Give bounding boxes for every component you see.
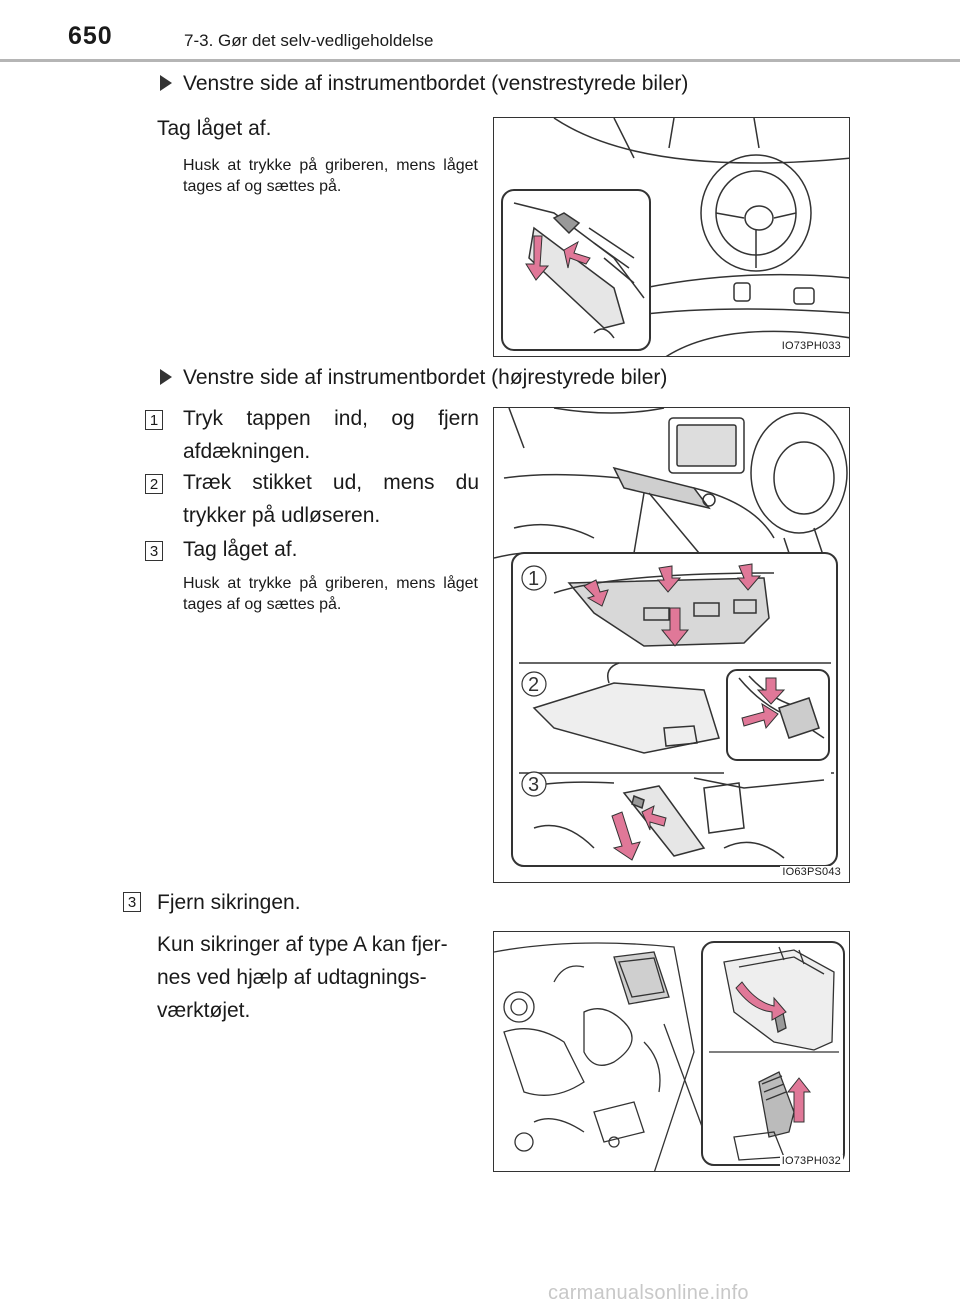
block2-heading: Venstre side af instrumentbordet (højres… <box>183 366 668 389</box>
step-2-text: Træk stikket ud, mens du trykker på udlø… <box>183 471 479 527</box>
step-1-text: Tryk tappen ind, og fjern afdækningen. <box>183 407 479 463</box>
figure-engine-fusebox: IO73PH032 <box>493 931 850 1172</box>
step-number-badge: 2 <box>145 474 163 494</box>
figure-rhd-dashboard: 1 2 3 IO63PS043 <box>493 407 850 883</box>
step-number-badge: 3 <box>123 892 141 912</box>
page-number: 650 <box>68 22 113 50</box>
bullet-triangle-icon <box>160 75 172 91</box>
callout-number: 3 <box>528 774 539 796</box>
callout-number: 2 <box>528 674 539 696</box>
bullet-triangle-icon <box>160 369 172 385</box>
figure-rhd-illustration: 1 2 3 <box>494 408 848 867</box>
figure-id-label: IO73PH033 <box>779 340 843 352</box>
step-3-text: Tag låget af. <box>183 538 298 561</box>
block3-note-line-2: nes ved hjælp af udtagnings- <box>157 966 427 989</box>
block3-instruction: Fjern sikringen. <box>157 891 301 914</box>
block3-note-line-1: Kun sikringer af type A kan fjer- <box>157 933 448 956</box>
block2-note: Husk at trykke på griberen, mens låget t… <box>183 575 478 613</box>
figure-lhd-dashboard: IO73PH033 <box>493 117 850 357</box>
step-number-badge: 1 <box>145 410 163 430</box>
block1-note: Husk at trykke på griberen, mens låget t… <box>183 157 478 195</box>
block1-heading: Venstre side af instrumentbordet (venstr… <box>183 72 689 95</box>
figure-engine-illustration <box>494 941 845 1171</box>
block1-instruction: Tag låget af. <box>157 117 272 140</box>
figure-lhd-illustration <box>501 118 849 356</box>
section-title: 7-3. Gør det selv-vedligeholdelse <box>184 31 434 50</box>
figure-id-label: IO73PH032 <box>779 1155 843 1167</box>
watermark: carmanualsonline.info <box>548 1282 749 1304</box>
callout-number: 1 <box>528 568 539 590</box>
header-divider <box>0 59 960 62</box>
step-number-badge: 3 <box>145 541 163 561</box>
block3-note-line-3: værktøjet. <box>157 999 251 1022</box>
figure-id-label: IO63PS043 <box>780 866 843 878</box>
